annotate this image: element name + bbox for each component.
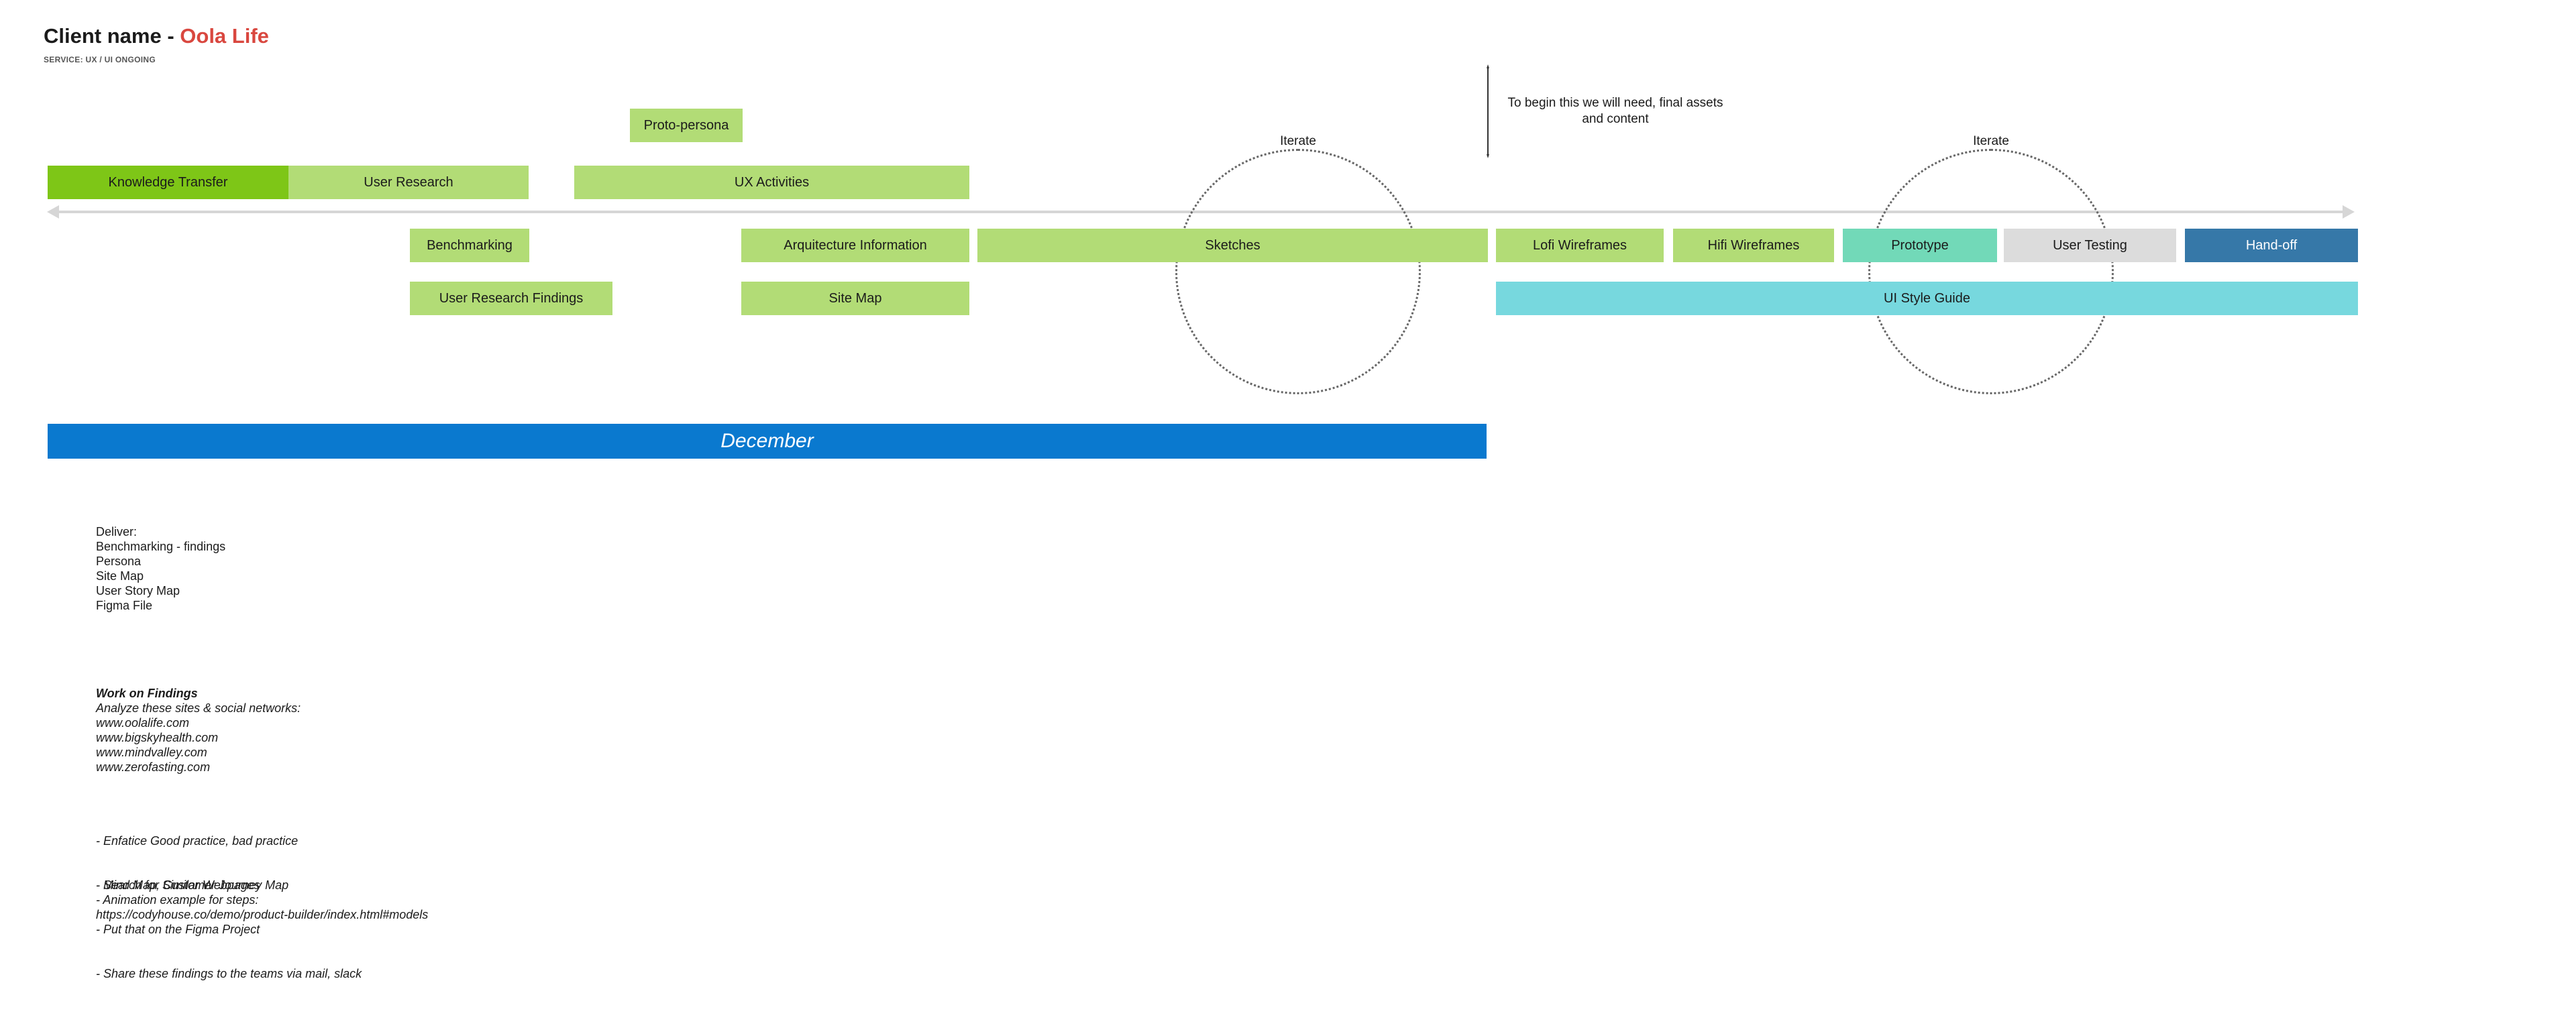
findings-site-link: www.mindvalley.com: [96, 746, 207, 759]
deliver-item: Figma File: [96, 599, 153, 612]
task-item: - Search for Similar Webpages: [96, 878, 260, 892]
client-name: Oola Life: [180, 24, 269, 48]
deliver-item: Persona: [96, 555, 142, 568]
arquitecture-information-box[interactable]: Arquitecture Information: [741, 229, 969, 262]
title-prefix: Client name -: [44, 24, 180, 48]
prototype-box[interactable]: Prototype: [1843, 229, 1997, 262]
deliverables-list: Deliver: Benchmarking - findings Persona…: [96, 524, 225, 613]
knowledge-transfer-box[interactable]: Knowledge Transfer: [48, 166, 288, 199]
extra-item: - Mind Map, Customer Journey Map: [96, 878, 289, 892]
iterate-circle-1: [1175, 149, 1421, 394]
iterate-label-2: Iterate: [1973, 134, 2009, 148]
site-map-box[interactable]: Site Map: [741, 282, 969, 315]
task-item: - Enfatice Good practice, bad practice: [96, 834, 299, 848]
hand-off-box[interactable]: Hand-off: [2185, 229, 2358, 262]
service-subtitle: SERVICE: UX / UI ONGOING: [44, 55, 156, 64]
example-link[interactable]: https://codyhouse.co/demo/product-builde…: [96, 908, 429, 921]
proto-persona-box[interactable]: Proto-persona: [630, 109, 743, 142]
deliver-item: User Story Map: [96, 584, 180, 597]
findings-site-link: www.zerofasting.com: [96, 760, 211, 774]
sketches-box[interactable]: Sketches: [977, 229, 1488, 262]
extra-item: - Animation example for steps:: [96, 893, 259, 907]
iterate-label-1: Iterate: [1280, 134, 1316, 148]
iterate-circle-2: [1868, 149, 2114, 394]
findings-line: Analyze these sites & social networks:: [96, 701, 301, 715]
task-item: - Share these findings to the teams via …: [96, 967, 362, 980]
user-research-box[interactable]: User Research: [288, 166, 529, 199]
benchmarking-box[interactable]: Benchmarking: [410, 229, 529, 262]
ux-activities-box[interactable]: UX Activities: [574, 166, 969, 199]
findings-notes: Work on Findings Analyze these sites & s…: [96, 686, 301, 774]
findings-heading: Work on Findings: [96, 687, 198, 700]
ui-style-guide-box[interactable]: UI Style Guide: [1496, 282, 2358, 315]
month-bar-december: December: [48, 424, 1487, 459]
milestone-note: To begin this we will need, final assets…: [1507, 96, 1723, 126]
task-list: - Enfatice Good practice, bad practice -…: [96, 804, 362, 996]
extra-notes: - Mind Map, Customer Journey Map - Anima…: [96, 878, 428, 922]
hifi-wireframes-box[interactable]: Hifi Wireframes: [1673, 229, 1834, 262]
findings-site-link: www.bigskyhealth.com: [96, 731, 219, 744]
lofi-wireframes-box[interactable]: Lofi Wireframes: [1496, 229, 1664, 262]
task-item: - Put that on the Figma Project: [96, 923, 260, 936]
user-testing-box[interactable]: User Testing: [2004, 229, 2176, 262]
deliver-item: Site Map: [96, 569, 144, 583]
milestone-marker: [1487, 64, 1489, 158]
deliver-item: Benchmarking - findings: [96, 540, 226, 553]
findings-site-link: www.oolalife.com: [96, 716, 190, 730]
user-research-findings-box[interactable]: User Research Findings: [410, 282, 612, 315]
page-title: Client name - Oola Life: [44, 24, 269, 48]
deliver-heading: Deliver:: [96, 525, 138, 538]
